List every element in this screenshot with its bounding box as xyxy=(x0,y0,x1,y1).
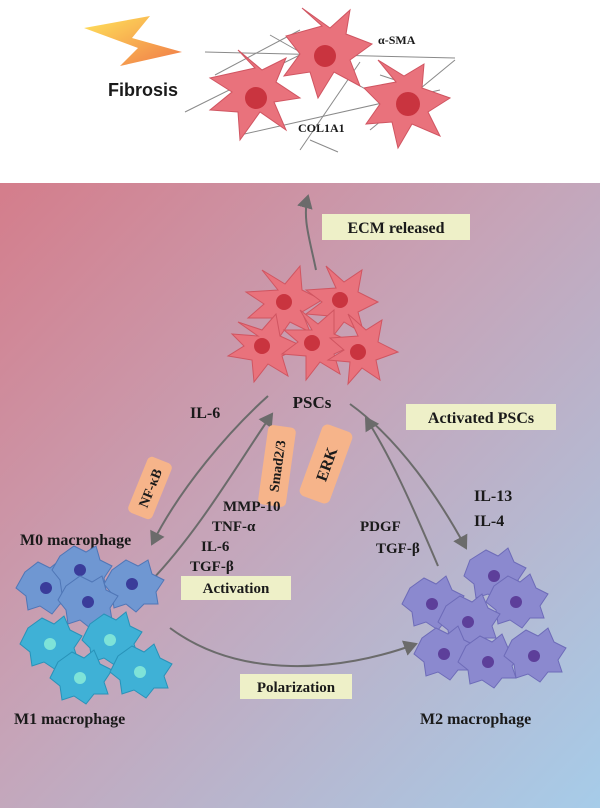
smad-label: Smad2/3 xyxy=(267,439,289,493)
polarization-arrow xyxy=(169,627,418,668)
m0-macrophage xyxy=(103,559,165,613)
erk-pathway-box: ERK xyxy=(299,424,353,504)
factor-il6: IL-6 xyxy=(201,539,230,555)
polarization-label: Polarization xyxy=(257,680,336,696)
m2-to-psc-arrow xyxy=(364,416,439,567)
m1-macrophage-cluster xyxy=(19,611,173,705)
m0-to-psc-arrow xyxy=(149,412,274,583)
activation-label: Activation xyxy=(203,581,270,597)
smad-pathway-box: Smad2/3 xyxy=(258,425,296,507)
m2-macrophage xyxy=(503,627,567,683)
m0-macrophage-label: M0 macrophage xyxy=(20,532,131,549)
ecm-released-box: ECM released xyxy=(322,214,470,240)
stellate-cell-top-2 xyxy=(282,7,374,100)
fibrosis-panel: Fibrosis α-SMA COL1A1 xyxy=(84,7,456,153)
activated-pscs-label: Activated PSCs xyxy=(428,410,534,427)
activation-factors: MMP-10 TNF-α IL-6 TGF-β xyxy=(190,499,280,575)
fibrosis-label: Fibrosis xyxy=(108,80,178,100)
m1-macrophage-label: M1 macrophage xyxy=(14,711,125,728)
factor-mmp10: MMP-10 xyxy=(223,499,280,515)
psc-cell xyxy=(280,308,358,382)
lightning-bolt-icon xyxy=(84,16,182,66)
m0-macrophage-cluster xyxy=(15,545,165,629)
tgfb-right-label: TGF-β xyxy=(376,541,420,557)
factor-tgfb: TGF-β xyxy=(190,559,234,575)
ecm-release-arrow xyxy=(297,194,317,271)
il13-label: IL-13 xyxy=(474,488,512,505)
stellate-cell-top-1 xyxy=(208,49,302,142)
m2-macrophage-label: M2 macrophage xyxy=(420,711,531,728)
il6-arrow xyxy=(150,395,269,546)
m2-macrophage-cluster xyxy=(401,547,567,689)
pdgf-label: PDGF xyxy=(360,519,401,535)
psc-cell xyxy=(226,312,304,384)
m2-macrophage xyxy=(485,573,549,629)
activation-box: Activation xyxy=(181,576,291,600)
m1-macrophage xyxy=(49,649,113,705)
il4-label: IL-4 xyxy=(474,513,504,530)
nfkb-pathway-box: NF-κB xyxy=(128,456,172,520)
ecm-released-label: ECM released xyxy=(347,220,444,237)
psc-cell xyxy=(326,313,400,386)
col1a1-label: COL1A1 xyxy=(298,121,345,135)
alpha-sma-label: α-SMA xyxy=(378,33,416,47)
psc-cluster xyxy=(226,264,400,386)
m1-macrophage xyxy=(109,643,173,699)
il6-top-label: IL-6 xyxy=(190,405,220,422)
stellate-cell-top-3 xyxy=(362,59,452,150)
polarization-box: Polarization xyxy=(240,674,352,699)
factor-tnfa: TNF-α xyxy=(212,519,256,535)
activated-pscs-box: Activated PSCs xyxy=(406,404,556,430)
pscs-label: PSCs xyxy=(293,393,332,412)
